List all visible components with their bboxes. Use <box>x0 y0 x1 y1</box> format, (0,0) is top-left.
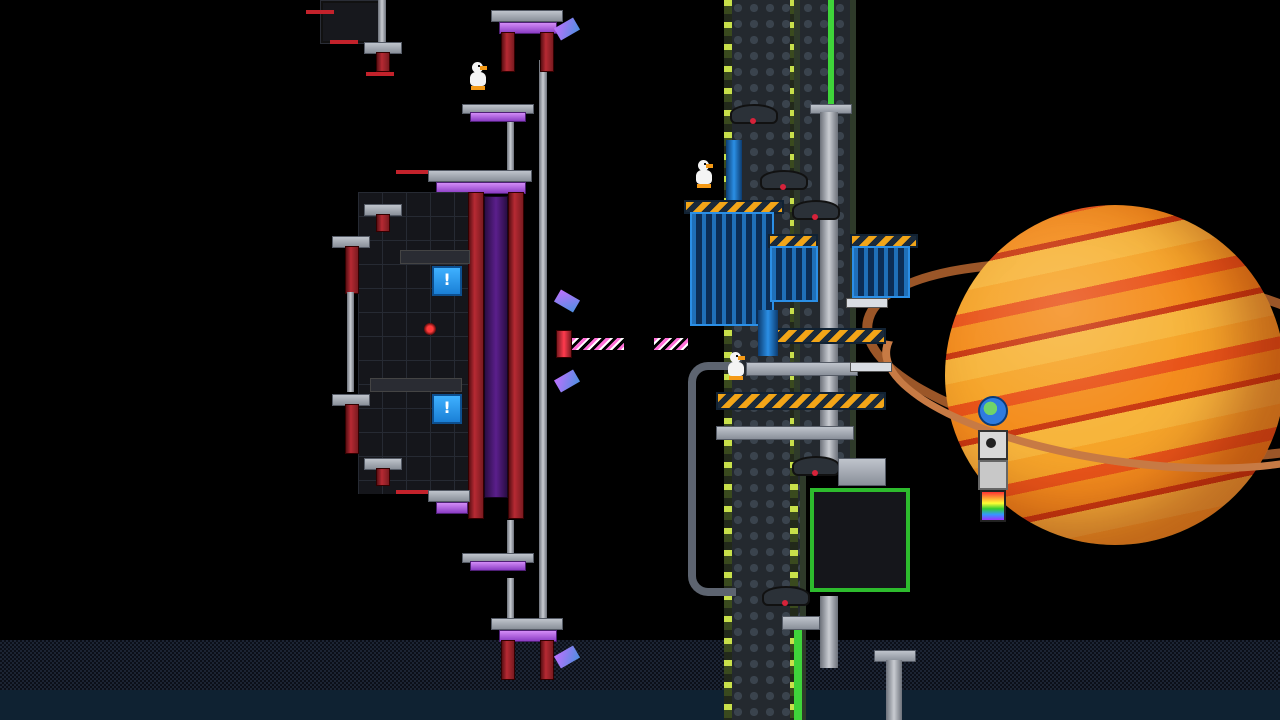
item-box-lower[interactable]: ! <box>432 394 462 424</box>
side-post-3 <box>345 404 359 454</box>
turret-gun-2 <box>846 298 888 308</box>
blue-cage-left <box>690 212 774 326</box>
saucer-4 <box>792 456 840 476</box>
building-bottom-red-ledge <box>396 490 428 494</box>
curved-pipe <box>688 362 736 596</box>
building-red-ledge <box>396 170 428 174</box>
side-post-1 <box>376 214 390 232</box>
tower-ledge-1 <box>746 362 858 376</box>
item-box-upper[interactable]: ! <box>432 266 462 296</box>
red-target-marker <box>423 322 437 336</box>
building-interior <box>358 192 468 494</box>
top-left-beam <box>376 52 390 72</box>
tower-ledge-2 <box>716 426 854 440</box>
inner-rail-lower <box>507 520 514 555</box>
green-frame-cap <box>838 458 886 486</box>
building-column-left <box>468 192 484 519</box>
side-post-2 <box>345 246 359 294</box>
upper-bounce-platform[interactable] <box>462 104 534 122</box>
saucer-5 <box>762 586 810 606</box>
hazard-platform-middle[interactable] <box>770 328 886 344</box>
building-bottom-purple <box>436 502 468 514</box>
lower-bounce-platform[interactable] <box>462 553 534 571</box>
side-pole <box>347 292 354 392</box>
blue-connector <box>758 310 778 356</box>
green-cable-bottom-cap <box>782 616 820 630</box>
laser-emitter <box>556 330 572 358</box>
duck-tower-lower[interactable] <box>724 352 746 382</box>
laser-beam-1 <box>572 338 624 350</box>
lower-tower-pipe <box>820 596 838 668</box>
inner-rail-bottom <box>507 578 514 623</box>
saucer-1 <box>730 104 778 124</box>
floor <box>0 690 1280 720</box>
camera-icon[interactable] <box>978 430 1008 460</box>
building-top-cap <box>428 170 532 182</box>
bottom-gate-right <box>540 640 554 680</box>
green-frame-room <box>810 488 910 592</box>
floor-dither <box>0 640 1280 695</box>
top-gate-cap <box>491 10 563 22</box>
building-column-right <box>508 192 524 519</box>
globe-icon[interactable] <box>978 396 1008 426</box>
hazard-platform-lower[interactable] <box>716 392 886 410</box>
blue-cage-mid <box>770 246 818 302</box>
bottom-gate-purple <box>499 630 557 642</box>
vertical-rail <box>539 60 547 620</box>
top-left-panel <box>320 0 382 44</box>
blue-cage-right <box>852 246 910 298</box>
building-shelf-lower <box>370 378 462 392</box>
rainbow-icon[interactable] <box>980 490 1006 522</box>
building-bottom-cap <box>428 490 470 502</box>
saucer-3 <box>792 200 840 220</box>
inner-rail <box>507 120 514 170</box>
laser-emitter-bottom <box>553 369 581 393</box>
top-left-red-ledge-2 <box>330 40 358 44</box>
turret-gun <box>850 362 892 372</box>
right-pole <box>886 660 902 720</box>
green-cable-bottom <box>794 630 802 720</box>
duck-tower-upper[interactable] <box>692 160 714 190</box>
laser-beam-2 <box>654 338 688 350</box>
green-cable-top <box>828 0 834 106</box>
top-left-pole <box>378 0 386 48</box>
top-left-red-ledge <box>306 10 334 14</box>
top-gate-right <box>540 32 554 72</box>
top-left-red-ledge-3 <box>366 72 394 76</box>
top-gate-left <box>501 32 515 72</box>
block-icon[interactable] <box>978 460 1008 490</box>
building-purple-shaft <box>484 196 508 498</box>
tower-edge-left <box>724 0 732 720</box>
blue-pillar <box>726 140 742 200</box>
bottom-gate-cap <box>491 618 563 630</box>
bottom-gate-left <box>501 640 515 680</box>
side-post-4 <box>376 468 390 486</box>
duck-upper-left[interactable] <box>466 62 488 92</box>
laser-emitter-top <box>553 289 581 313</box>
building-shelf-upper <box>400 250 470 264</box>
saucer-2 <box>760 170 808 190</box>
